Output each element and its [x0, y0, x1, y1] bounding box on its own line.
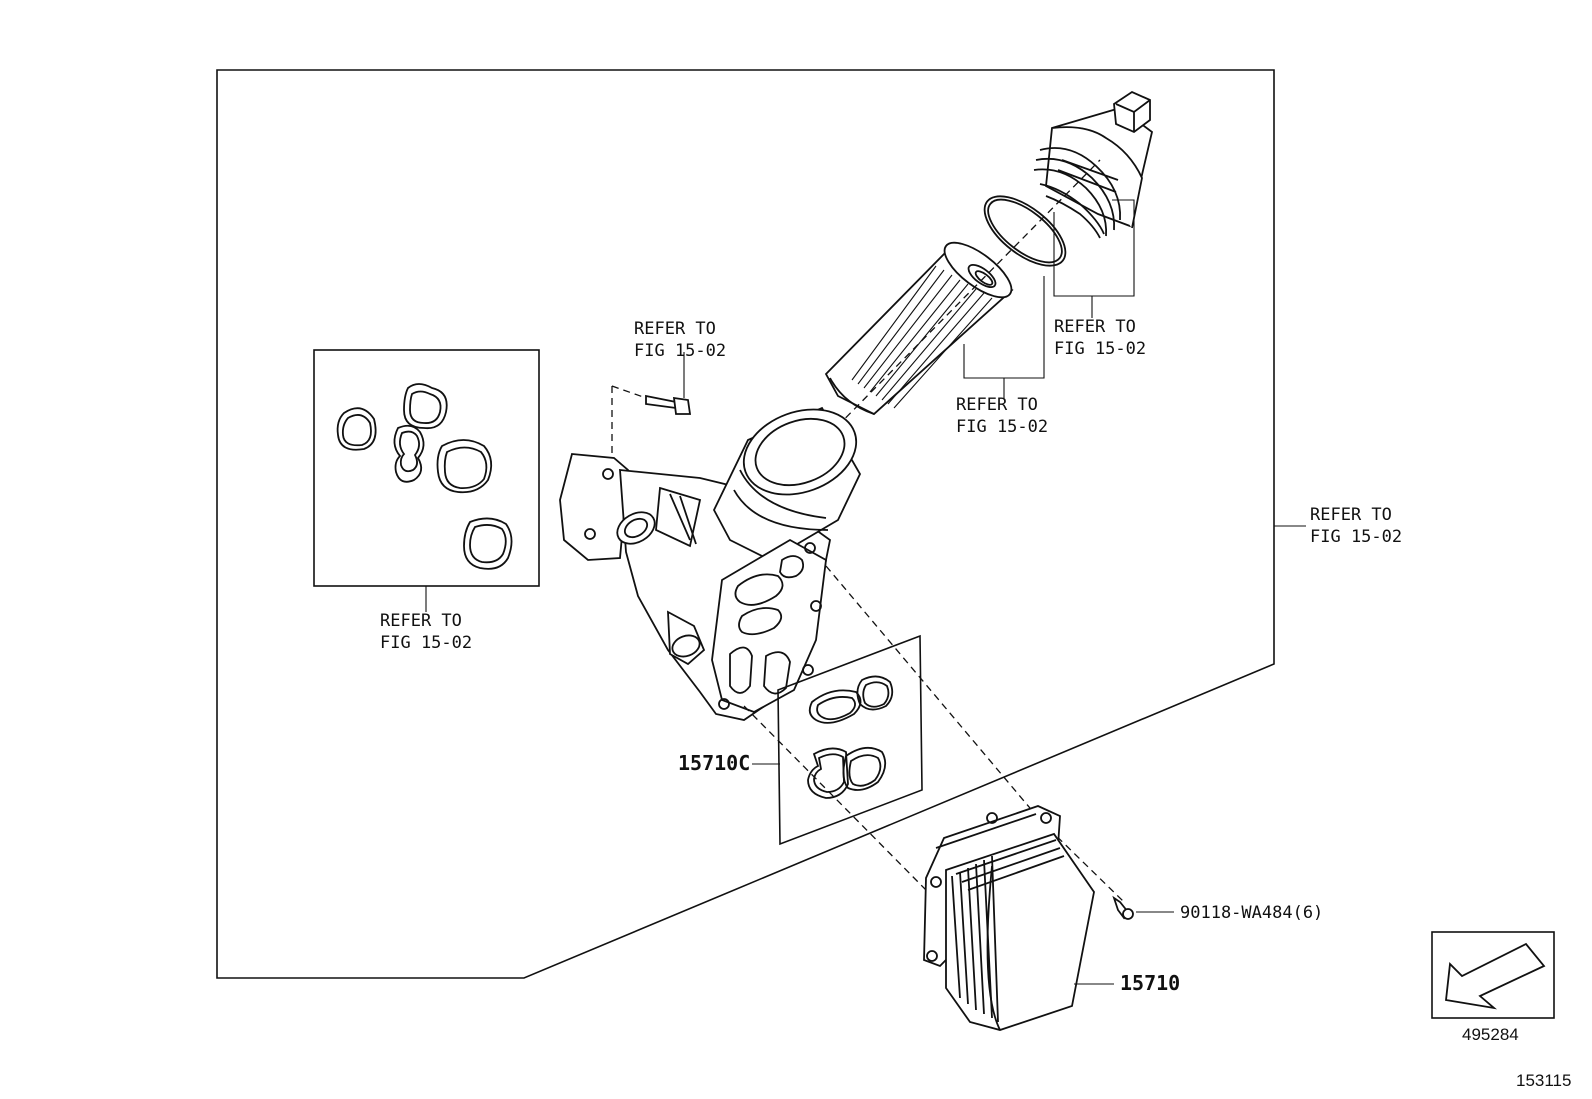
cap-bracket [1053, 199, 1135, 297]
element-refer-line-2: FIG 15-02 [956, 417, 1048, 437]
view-reference-code: 495284 [1462, 1025, 1519, 1044]
oil-cooler [923, 805, 1095, 1031]
housing-refer-line-1: REFER TO [1310, 505, 1392, 525]
assembly-boundary [216, 69, 1275, 979]
oil-filter-cap [1033, 90, 1154, 239]
gaskets-refer-line-1: REFER TO [380, 611, 462, 631]
part-number-15710c: 15710C [678, 751, 750, 775]
bolt-dash-line [611, 385, 647, 470]
cap-refer-line-2: FIG 15-02 [1054, 339, 1146, 359]
cooler-dash-line-3 [1039, 819, 1125, 903]
cooler-gasket-plate [777, 634, 923, 846]
oil-filter-element [824, 241, 1014, 416]
axis-dash-line [811, 159, 1101, 453]
view-direction-box [1431, 931, 1555, 1019]
housing-bolt [645, 394, 692, 415]
bolt-refer-line-2: FIG 15-02 [634, 341, 726, 361]
cooler-bolt [1112, 895, 1134, 920]
part-number-15710: 15710 [1120, 971, 1180, 995]
gasket-set-box [313, 349, 540, 587]
cooler-dash-line-1 [825, 565, 1041, 821]
part-number-bolt: 90118-WA484(6) [1180, 903, 1323, 923]
cap-refer-line-1: REFER TO [1054, 317, 1136, 337]
oil-filter-housing [559, 406, 862, 721]
bolt-refer-line-1: REFER TO [634, 319, 716, 339]
housing-refer-line-2: FIG 15-02 [1310, 527, 1402, 547]
o-ring [983, 195, 1067, 267]
view-arrow-icon [1445, 942, 1546, 1010]
figure-code: 153115 [1516, 1071, 1571, 1090]
cooler-dash-line-2 [743, 705, 927, 891]
element-refer-line-1: REFER TO [956, 395, 1038, 415]
gaskets-refer-line-2: FIG 15-02 [380, 633, 472, 653]
